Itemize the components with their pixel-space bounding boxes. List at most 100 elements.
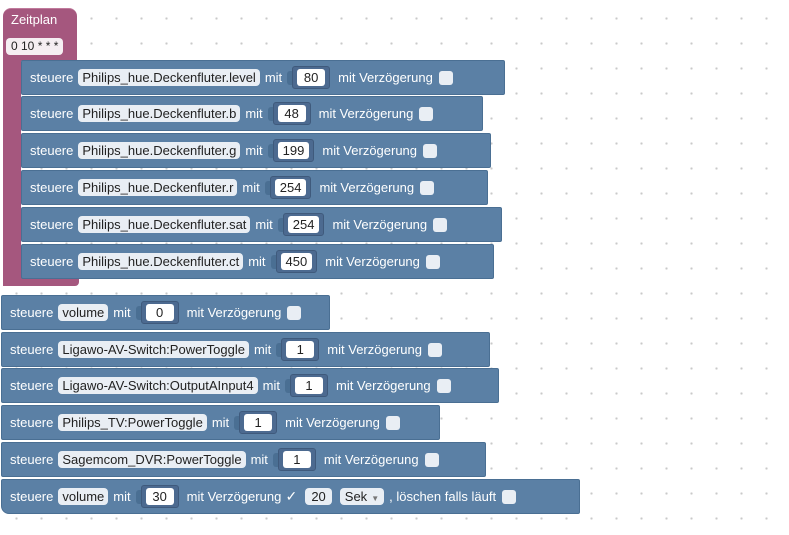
control-block-av-power[interactable]: steuere Ligawo-AV-Switch:PowerToggle mit… <box>1 332 490 367</box>
value-socket: 199 <box>267 139 315 162</box>
number-block[interactable]: 1 <box>239 411 278 434</box>
delay-label: mit Verzögerung <box>335 378 431 393</box>
number-value-field[interactable]: 254 <box>274 179 307 196</box>
with-label: mit <box>242 180 260 195</box>
control-label: steuere <box>10 452 54 467</box>
control-block-sat[interactable]: steuere Philips_hue.Deckenfluter.sat mit… <box>21 207 502 242</box>
clear-if-running-checkbox[interactable] <box>502 489 517 504</box>
control-label: steuere <box>30 70 74 85</box>
plug-connector <box>267 143 273 158</box>
number-value-field[interactable]: 30 <box>145 488 174 505</box>
object-id-field[interactable]: Ligawo-AV-Switch:OutputAInput4 <box>58 377 258 394</box>
plug-connector <box>270 254 276 269</box>
number-block[interactable]: 254 <box>282 213 325 236</box>
control-block-volume[interactable]: steuere volume mit 0 mit Verzögerung <box>1 295 330 330</box>
delay-checkbox[interactable] <box>423 143 438 158</box>
object-id-field[interactable]: Philips_hue.Deckenfluter.sat <box>78 216 251 233</box>
delay-label: mit Verzögerung <box>285 415 380 430</box>
object-id-field[interactable]: Philips_TV:PowerToggle <box>58 414 207 431</box>
delay-checkbox[interactable] <box>438 70 453 85</box>
value-socket: 48 <box>267 102 311 125</box>
control-label: steuere <box>10 489 54 504</box>
value-socket: 0 <box>135 301 179 324</box>
number-block[interactable]: 1 <box>277 448 316 471</box>
control-label: steuere <box>10 305 54 320</box>
number-block[interactable]: 199 <box>272 139 315 162</box>
plug-connector <box>264 180 270 195</box>
control-label: steuere <box>10 342 54 357</box>
object-id-field[interactable]: Ligawo-AV-Switch:PowerToggle <box>58 341 249 358</box>
schedule-block-arm[interactable] <box>3 56 21 286</box>
plug-connector <box>234 415 240 430</box>
control-block-ct[interactable]: steuere Philips_hue.Deckenfluter.ct mit … <box>21 244 494 279</box>
object-id-field[interactable]: Philips_hue.Deckenfluter.g <box>78 142 241 159</box>
with-label: mit <box>264 70 283 85</box>
number-value-field[interactable]: 80 <box>297 69 326 86</box>
delay-checkbox[interactable] <box>436 378 451 393</box>
object-id-field[interactable]: volume <box>58 488 109 505</box>
number-value-field[interactable]: 1 <box>282 451 311 468</box>
number-block[interactable]: 450 <box>275 250 318 273</box>
delay-checkbox[interactable] <box>433 217 448 232</box>
plug-connector <box>287 70 293 85</box>
object-id-field[interactable]: Philips_hue.Deckenfluter.b <box>78 105 241 122</box>
number-block[interactable]: 48 <box>272 102 311 125</box>
number-value-field[interactable]: 450 <box>280 253 313 270</box>
number-block[interactable]: 30 <box>140 485 179 508</box>
with-label: mit <box>262 378 280 393</box>
delay-unit-dropdown[interactable]: Sek▼ <box>339 488 385 505</box>
delay-checkbox-checked[interactable]: ✓ <box>285 488 298 504</box>
plug-connector <box>272 452 278 467</box>
number-value-field[interactable]: 0 <box>145 304 174 321</box>
object-id-field[interactable]: Philips_hue.Deckenfluter.r <box>78 179 238 196</box>
delay-label: mit Verzögerung <box>319 180 415 195</box>
number-value-field[interactable]: 1 <box>286 341 315 358</box>
number-value-field[interactable]: 1 <box>244 414 273 431</box>
value-socket: 1 <box>276 338 320 361</box>
delay-checkbox[interactable] <box>425 254 440 269</box>
number-block[interactable]: 1 <box>289 374 328 397</box>
number-block[interactable]: 254 <box>269 176 312 199</box>
control-label: steuere <box>30 217 74 232</box>
delay-checkbox[interactable] <box>427 342 442 357</box>
delay-checkbox[interactable] <box>385 415 400 430</box>
control-block-level[interactable]: steuere Philips_hue.Deckenfluter.level m… <box>21 60 505 95</box>
number-value-field[interactable]: 48 <box>277 105 306 122</box>
value-socket: 30 <box>135 485 179 508</box>
delay-checkbox[interactable] <box>419 106 434 121</box>
control-block-tv-power[interactable]: steuere Philips_TV:PowerToggle mit 1 mit… <box>1 405 440 440</box>
with-label: mit <box>211 415 230 430</box>
plug-connector <box>284 378 290 393</box>
value-socket: 254 <box>277 213 325 236</box>
control-block-av-output[interactable]: steuere Ligawo-AV-Switch:OutputAInput4 m… <box>1 368 499 403</box>
control-block-g[interactable]: steuere Philips_hue.Deckenfluter.g mit 1… <box>21 133 491 168</box>
schedule-cron-field[interactable]: 0 10 * * * <box>6 38 64 55</box>
value-socket: 450 <box>270 250 318 273</box>
control-block-r[interactable]: steuere Philips_hue.Deckenfluter.r mit 2… <box>21 170 488 205</box>
with-label: mit <box>253 342 272 357</box>
number-block[interactable]: 1 <box>281 338 320 361</box>
number-value-field[interactable]: 199 <box>277 142 310 159</box>
delay-duration-field[interactable]: 20 <box>305 488 332 505</box>
delay-checkbox[interactable] <box>420 180 435 195</box>
number-value-field[interactable]: 1 <box>294 377 323 394</box>
control-label: steuere <box>10 415 54 430</box>
clear-if-running-label: , löschen falls läuft <box>389 489 497 504</box>
number-block[interactable]: 80 <box>292 66 331 89</box>
object-id-field[interactable]: Philips_hue.Deckenfluter.ct <box>78 253 244 270</box>
value-socket: 1 <box>272 448 316 471</box>
number-block[interactable]: 0 <box>140 301 179 324</box>
object-id-field[interactable]: volume <box>58 304 109 321</box>
control-block-dvr-power[interactable]: steuere Sagemcom_DVR:PowerToggle mit 1 m… <box>1 442 486 477</box>
with-label: mit <box>113 305 131 320</box>
control-label: steuere <box>30 254 74 269</box>
delay-checkbox[interactable] <box>287 305 302 320</box>
number-value-field[interactable]: 254 <box>287 216 320 233</box>
object-id-field[interactable]: Sagemcom_DVR:PowerToggle <box>58 451 246 468</box>
delay-checkbox[interactable] <box>424 452 439 467</box>
delay-label: mit Verzögerung <box>186 489 282 504</box>
object-id-field[interactable]: Philips_hue.Deckenfluter.level <box>78 69 260 86</box>
control-block-b[interactable]: steuere Philips_hue.Deckenfluter.b mit 4… <box>21 96 483 131</box>
control-block-volume-delayed[interactable]: steuere volume mit 30 mit Verzögerung ✓ … <box>1 479 580 514</box>
delay-label: mit Verzögerung <box>186 305 282 320</box>
